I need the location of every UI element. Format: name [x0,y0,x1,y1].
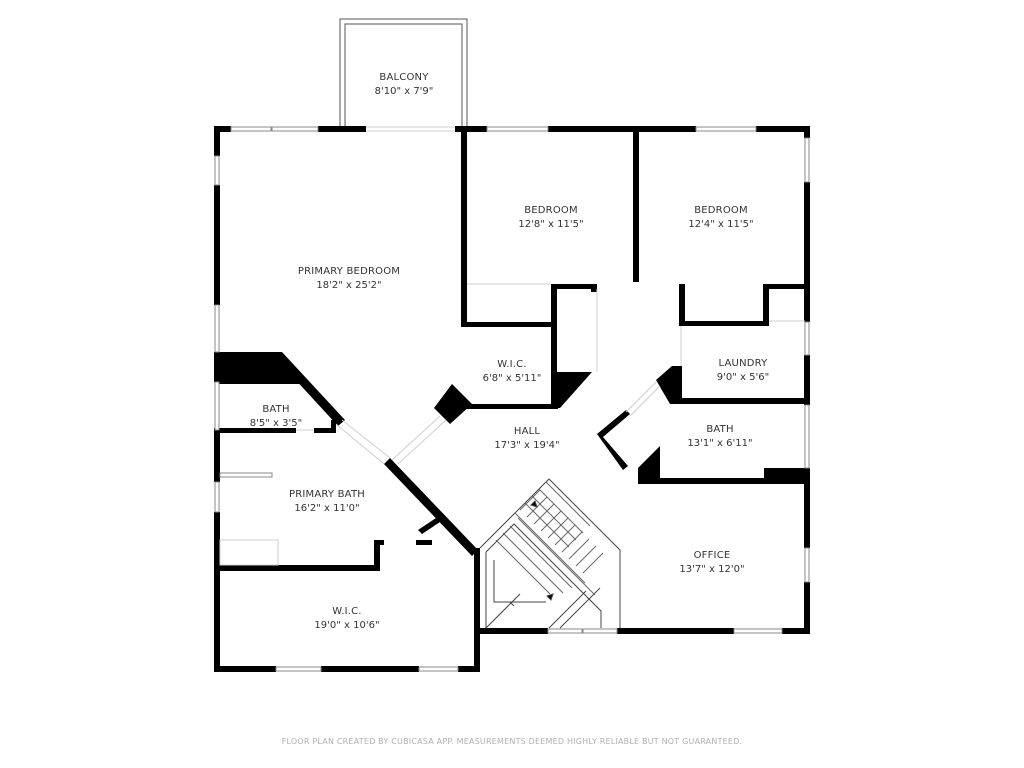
room-label-bedroom-1: BEDROOM 12'8" x 11'5" [518,204,583,232]
room-dimensions: 13'7" x 12'0" [679,564,745,575]
room-name: BALCONY [379,72,429,83]
room-dimensions: 16'2" x 11'0" [294,503,360,514]
room-label-bath-small: BATH 8'5" x 3'5" [250,403,302,431]
room-label-balcony: BALCONY 8'10" x 7'9" [375,71,434,99]
room-name: BEDROOM [694,205,748,216]
room-name: PRIMARY BEDROOM [297,266,401,277]
room-name: HALL [513,426,541,437]
room-dimensions: 9'0" x 5'6" [716,372,770,383]
room-label-office: OFFICE 13'7" x 12'0" [679,549,744,577]
room-name: OFFICE [693,550,731,561]
room-dimensions: 13'1" x 6'11" [687,438,753,449]
room-dimensions: 19'0" x 10'6" [314,620,380,631]
windows [214,126,810,672]
room-label-wic-hall: W.I.C. 6'8" x 5'11" [483,358,542,386]
room-label-primary-bath: PRIMARY BATH 16'2" x 11'0" [289,488,365,516]
room-label-bath: BATH 13'1" x 6'11" [687,423,752,451]
room-name: W.I.C. [497,359,527,370]
door-openings [219,126,805,566]
room-name: BEDROOM [524,205,578,216]
room-dimensions: 12'8" x 11'5" [518,219,584,230]
room-name: PRIMARY BATH [289,489,365,500]
room-label-hall: HALL 17'3" x 19'4" [494,425,559,453]
balcony-railing [339,18,468,127]
room-dimensions: 8'10" x 7'9" [374,86,434,97]
room-label-primary-bedroom: PRIMARY BEDROOM 18'2" x 25'2" [298,265,400,293]
room-name: W.I.C. [332,606,362,617]
room-dimensions: 18'2" x 25'2" [316,280,382,291]
stair-arrow-down-icon [546,593,554,601]
room-label-bedroom-2: BEDROOM 12'4" x 11'5" [688,204,753,232]
room-label-wic-primary: W.I.C. 19'0" x 10'6" [314,605,379,633]
room-dimensions: 6'8" x 5'11" [482,373,542,384]
walls [214,126,810,672]
room-name: BATH [706,424,734,435]
disclaimer-footer: FLOOR PLAN CREATED BY CUBICASA APP. MEAS… [281,737,743,746]
stair-arrow-up-icon [530,500,538,508]
room-label-laundry: LAUNDRY 9'0" x 5'6" [717,357,769,385]
staircase [479,478,621,629]
room-dimensions: 8'5" x 3'5" [249,418,303,429]
room-dimensions: 17'3" x 19'4" [494,440,560,451]
room-name: LAUNDRY [718,358,768,369]
room-name: BATH [262,404,290,415]
room-dimensions: 12'4" x 11'5" [688,219,754,230]
